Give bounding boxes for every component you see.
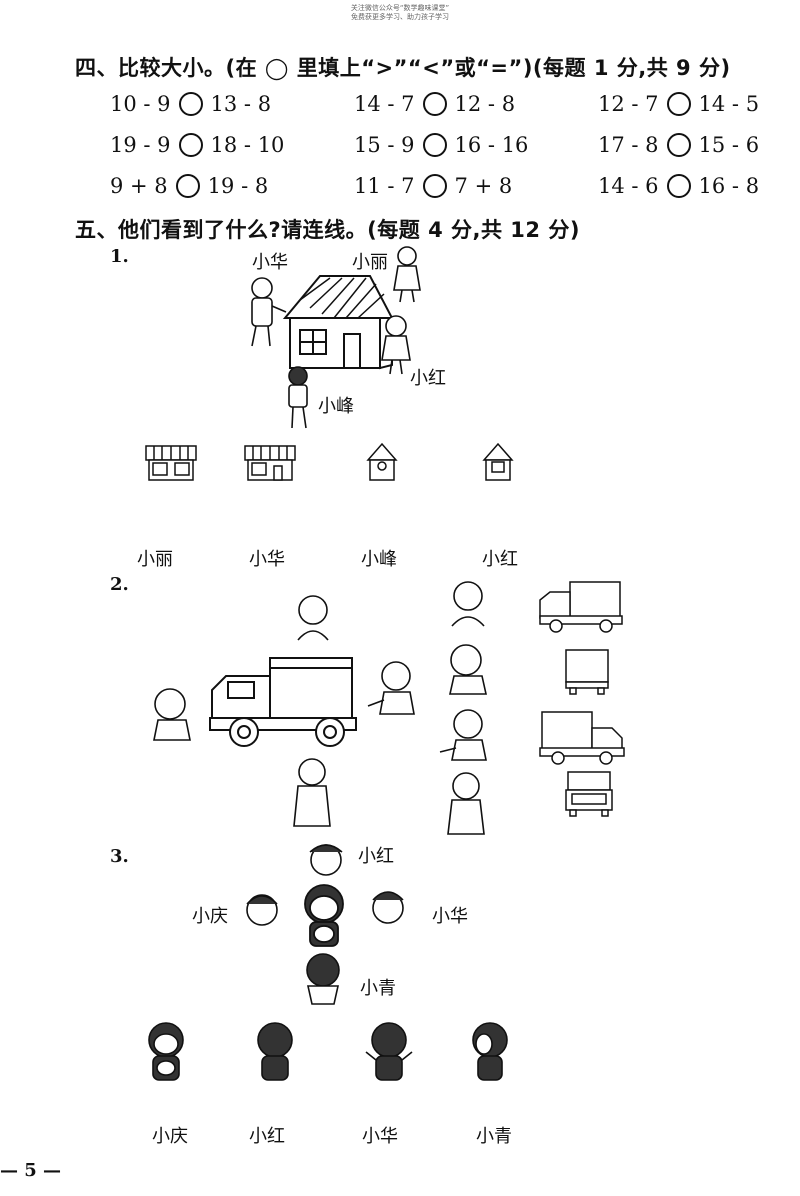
house-view-side-round-window — [366, 442, 398, 481]
house-illustration — [282, 275, 394, 370]
page-number: — 5 — — [0, 1160, 62, 1181]
q3-number: 3. — [110, 846, 129, 867]
compare-item: 10 - 9 13 - 8 — [110, 92, 271, 116]
q1-bottom-label-2: 小华 — [249, 549, 285, 570]
answer-circle[interactable] — [178, 92, 203, 116]
compare-item: 12 - 7 14 - 5 — [598, 92, 759, 116]
q3-bottom-label-2: 小红 — [249, 1126, 285, 1147]
option-child-4 — [447, 772, 485, 835]
compare-item: 11 - 7 7 + 8 — [354, 174, 512, 198]
q3-bottom-label-1: 小庆 — [152, 1126, 188, 1147]
option-child-1 — [451, 581, 485, 627]
section5-title: 五、他们看到了什么?请连线。(每题 4 分,共 12 分) — [75, 218, 580, 242]
q3-label-xiaohong: 小红 — [358, 846, 394, 867]
q1-label-xiaoli: 小丽 — [352, 252, 388, 273]
compare-item: 14 - 6 16 - 8 — [598, 174, 759, 198]
q1-number: 1. — [110, 246, 129, 267]
truck-view-left — [539, 581, 623, 633]
house-view-front-window-door — [244, 445, 296, 481]
q3-bottom-label-4: 小青 — [476, 1126, 512, 1147]
doraemon-view-side — [472, 1022, 508, 1081]
answer-circle[interactable] — [422, 92, 447, 116]
person-xiaofeng — [288, 366, 308, 429]
compare-item: 19 - 9 18 - 10 — [110, 133, 284, 157]
watermark: 关注微信公众号“数学趣味课堂” 免费获更多学习、助力孩子学习 — [350, 4, 450, 21]
q3-label-xiaohua: 小华 — [432, 906, 468, 927]
compare-left-expr: 12 - 7 — [598, 92, 659, 116]
compare-left-expr: 14 - 6 — [598, 174, 659, 198]
truck-view-front — [565, 771, 613, 817]
q1-bottom-label-1: 小丽 — [137, 549, 173, 570]
section4-title: 四、比较大小。(在 ◯ 里填上“>”“<”或“=”)(每题 1 分,共 9 分) — [75, 56, 731, 80]
option-child-2 — [449, 644, 487, 695]
compare-left-expr: 14 - 7 — [354, 92, 415, 116]
q3-label-xiaoqing-left: 小庆 — [192, 906, 228, 927]
compare-right-expr: 13 - 8 — [210, 92, 272, 116]
compare-right-expr: 16 - 8 — [698, 174, 760, 198]
compare-right-expr: 16 - 16 — [454, 133, 529, 157]
compare-left-expr: 15 - 9 — [354, 133, 415, 157]
doraemon-view-back-arms — [365, 1022, 413, 1081]
child-xiaoqing-left — [246, 894, 278, 926]
answer-circle[interactable] — [422, 133, 447, 157]
q1-label-xiaohua: 小华 — [252, 252, 288, 273]
q2-number: 2. — [110, 574, 129, 595]
truck-view-right — [539, 711, 625, 765]
compare-left-expr: 19 - 9 — [110, 133, 171, 157]
truck-view-back — [565, 649, 609, 695]
child-bottom — [293, 758, 331, 827]
compare-left-expr: 11 - 7 — [354, 174, 415, 198]
doraemon-view-front — [148, 1022, 184, 1081]
compare-item: 17 - 8 15 - 6 — [598, 133, 759, 157]
child-xiaoqing-bottom — [306, 953, 340, 1005]
person-xiaohong — [381, 315, 411, 375]
child-left — [153, 688, 191, 741]
compare-right-expr: 15 - 6 — [698, 133, 760, 157]
q1-bottom-label-3: 小峰 — [361, 549, 397, 570]
answer-circle[interactable] — [422, 174, 447, 198]
answer-circle[interactable] — [175, 174, 200, 198]
compare-left-expr: 9 + 8 — [110, 174, 168, 198]
person-xiaohua — [251, 277, 287, 347]
compare-right-expr: 7 + 8 — [454, 174, 513, 198]
house-view-side-square-window — [482, 442, 514, 481]
compare-left-expr: 17 - 8 — [598, 133, 659, 157]
compare-left-expr: 10 - 9 — [110, 92, 171, 116]
child-xiaohong-top — [309, 844, 343, 876]
compare-right-expr: 12 - 8 — [454, 92, 516, 116]
compare-right-expr: 19 - 8 — [207, 174, 269, 198]
child-xiaohua-right — [372, 891, 404, 924]
answer-circle[interactable] — [178, 133, 203, 157]
compare-item: 15 - 9 16 - 16 — [354, 133, 528, 157]
answer-circle[interactable] — [666, 174, 691, 198]
q1-label-xiaofeng: 小峰 — [318, 396, 354, 417]
option-child-3 — [439, 709, 487, 761]
house-view-front-two-windows — [145, 445, 197, 481]
answer-circle[interactable] — [666, 133, 691, 157]
q1-bottom-label-4: 小红 — [482, 549, 518, 570]
q3-bottom-label-3: 小华 — [362, 1126, 398, 1147]
compare-right-expr: 14 - 5 — [698, 92, 760, 116]
doraemon-view-back — [257, 1022, 293, 1081]
compare-right-expr: 18 - 10 — [210, 133, 285, 157]
compare-item: 14 - 7 12 - 8 — [354, 92, 515, 116]
person-xiaoli — [393, 246, 421, 303]
q3-label-xiaoqing: 小青 — [360, 978, 396, 999]
child-right — [367, 661, 415, 715]
q1-label-xiaohong: 小红 — [410, 368, 446, 389]
child-top — [297, 595, 329, 641]
truck-illustration — [209, 657, 357, 747]
answer-circle[interactable] — [666, 92, 691, 116]
compare-item: 9 + 8 19 - 8 — [110, 174, 268, 198]
doraemon-center — [304, 884, 344, 947]
